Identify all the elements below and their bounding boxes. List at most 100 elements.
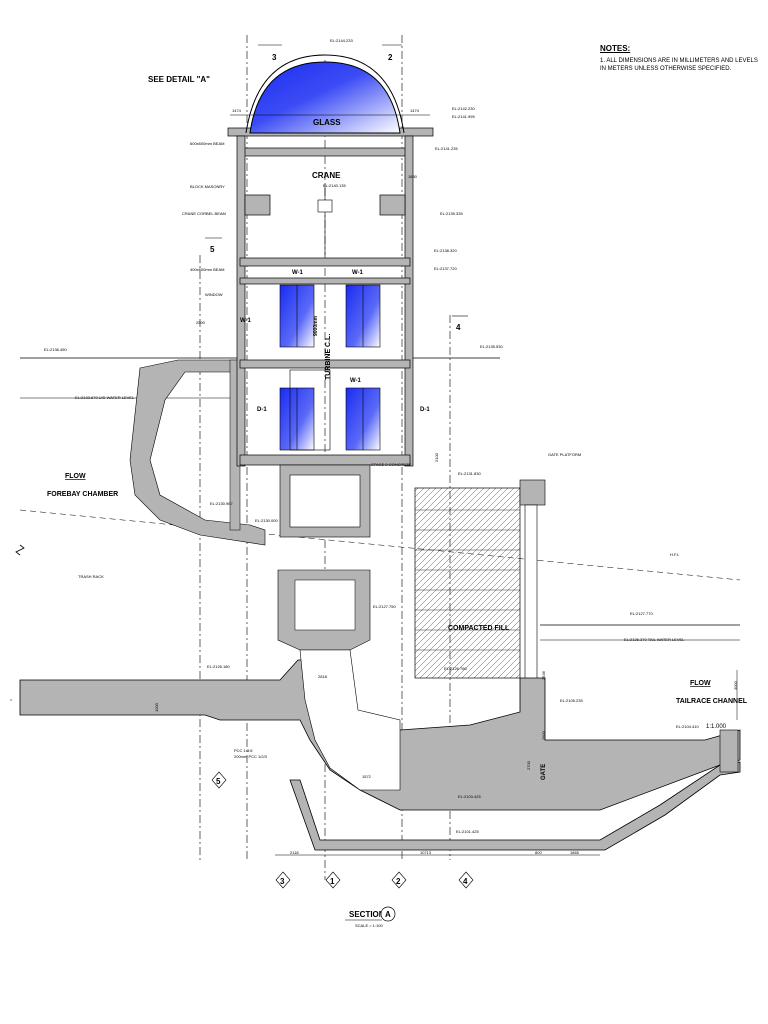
section-marker-5: 5: [205, 237, 222, 254]
dome-rib: [245, 54, 405, 134]
grid-bubble-3: 3: [275, 871, 291, 889]
water-lines: [19, 397, 741, 641]
tailrace-flow-label: FLOW: [690, 680, 711, 687]
turbine-cl-label: TURBINE C.L.: [325, 334, 332, 380]
level-corbel: EL:2139.335: [440, 211, 463, 216]
window-label: WINDOW: [205, 292, 223, 297]
dim-width-total: 9000mm: [313, 315, 319, 336]
level-roof-1: EL:2142.230: [452, 106, 475, 111]
level-draft1: EL:2126.180: [207, 664, 230, 669]
svg-text:3: 3: [280, 877, 285, 886]
beam-400-label: 400x600mm BEAM: [190, 267, 224, 272]
beam-600-label: 600x600mm BEAM: [190, 141, 224, 146]
svg-text:1: 1: [330, 877, 335, 886]
gate-platform-label: GATE PLATFORM: [548, 452, 581, 457]
compacted-fill: [414, 487, 521, 679]
level-roof-2: EL:2141.995: [452, 114, 475, 119]
dim-2118: 2118: [290, 850, 299, 855]
see-detail-label: SEE DETAIL "A": [148, 75, 210, 84]
door-d1-left: D-1: [257, 407, 267, 413]
block-masonry-label: BLOCK MASONRY: [190, 184, 225, 189]
dim-2100: 2100: [434, 452, 439, 462]
section-title-bubble: [380, 906, 396, 922]
svg-text:5: 5: [210, 245, 215, 254]
svg-text:2: 2: [388, 53, 393, 62]
level-roof-top: EL:2144.233: [330, 38, 353, 43]
turbine-block: [279, 369, 371, 538]
trash-rack-label: TRASH RACK: [78, 574, 104, 579]
crane-hook: [317, 185, 333, 255]
section-scale: SCALE = 1:100: [355, 923, 383, 928]
tailrace-channel-label: TAILRACE CHANNEL: [676, 698, 748, 705]
dim-1572: 1572: [362, 774, 372, 779]
crane-label: CRANE: [312, 171, 341, 180]
svg-text:3: 3: [272, 53, 277, 62]
compacted-fill-label: COMPACTED FILL: [448, 625, 510, 632]
stage2-label: STAGE 2 CONCRETE: [371, 462, 411, 467]
grid-bubble-5: 5: [211, 771, 227, 789]
level-gen-floor: EL:2131.830: [458, 471, 481, 476]
dim-2546: 2546: [541, 670, 546, 680]
grid-bubble-4: 4: [458, 871, 474, 889]
dim-2500: 2500: [196, 320, 206, 325]
section-marker-4: 4: [452, 315, 468, 332]
level-scroll: EL:2127.750: [373, 604, 396, 609]
window-w1-right: W-1: [352, 270, 364, 276]
section-marker-2: 2: [382, 44, 402, 62]
level-tail-top: EL:2127.770: [630, 611, 653, 616]
gate-label: GATE: [541, 764, 547, 780]
slope-label: 1:1.000: [706, 724, 727, 730]
level-channel: EL:2105.235: [560, 698, 583, 703]
grid-bubble-1: 1: [325, 871, 341, 889]
corbel-beam-label: CRANE CORBEL BEAM: [182, 211, 226, 216]
dim-3000: 3000: [733, 680, 738, 690]
notes-block: NOTES: 1. ALL DIMENSIONS ARE IN MILLIMET…: [600, 44, 760, 73]
svg-text:4: 4: [456, 323, 461, 332]
svg-text:4: 4: [463, 877, 468, 886]
dim-2600: 2600: [541, 730, 546, 740]
level-channel-bed: EL:2104.410: [676, 724, 699, 729]
grid-bubble-2: 2: [391, 871, 407, 889]
windows: [279, 284, 381, 451]
level-stage2: EL:2130.000: [255, 518, 278, 523]
level-draft-bottom: EL:2103.425: [458, 794, 481, 799]
dim-2700: 2700: [526, 760, 531, 770]
dim-2818: 2818: [318, 674, 328, 679]
dim-1474a: 1474: [232, 108, 242, 113]
svg-text:5: 5: [216, 777, 221, 786]
hfl-label: H.F.L: [670, 552, 680, 557]
level-floor-upper: EL:2138.320: [434, 248, 457, 253]
dim-1865: 1865: [570, 850, 580, 855]
fill-lines: [415, 509, 520, 651]
section-title-text: SECTION: [349, 910, 385, 919]
level-tail-water: EL:2126.370 TAIL WATER LEVEL: [624, 637, 685, 642]
level-right-bank: EL:2135.530: [480, 344, 503, 349]
dimension-lines: [10, 114, 738, 856]
draft-tube-elbow: [299, 649, 401, 791]
forebay-chamber-label: FOREBAY CHAMBER: [47, 491, 118, 498]
section-title: SECTION A SCALE = 1:100: [345, 906, 396, 928]
section-title-letter: A: [385, 910, 391, 919]
level-crane-rail: EL:2140.135: [323, 183, 346, 188]
dim-1000: 1000: [154, 702, 159, 712]
door-d1-right: D-1: [420, 407, 430, 413]
glass-label: GLASS: [313, 118, 341, 127]
level-turbine-floor: EL:2130.967: [210, 501, 233, 506]
level-water: EL:2133.670 U/S WATER LEVEL: [75, 395, 135, 400]
dim-1474b: 1474: [410, 108, 420, 113]
svg-text:2: 2: [396, 877, 401, 886]
base-slab: [289, 761, 741, 851]
gate-platform: [519, 479, 546, 506]
window-w1-left: W-1: [292, 270, 304, 276]
level-left-bank: EL:2136.450: [44, 347, 67, 352]
tailrace-wall: [719, 729, 739, 773]
ground-lines: [15, 357, 740, 626]
pcc-200-label: 200mm PCC 1/2/3: [234, 754, 268, 759]
window-w1-lower: W-1: [350, 378, 362, 384]
notes-title: NOTES:: [600, 44, 631, 53]
pcc-label: PCC 1:3:6: [234, 748, 253, 753]
spiral-core: [294, 579, 356, 631]
level-beam-top: EL:2141.235: [435, 146, 458, 151]
level-floor-upper2: EL:2137.720: [434, 266, 457, 271]
